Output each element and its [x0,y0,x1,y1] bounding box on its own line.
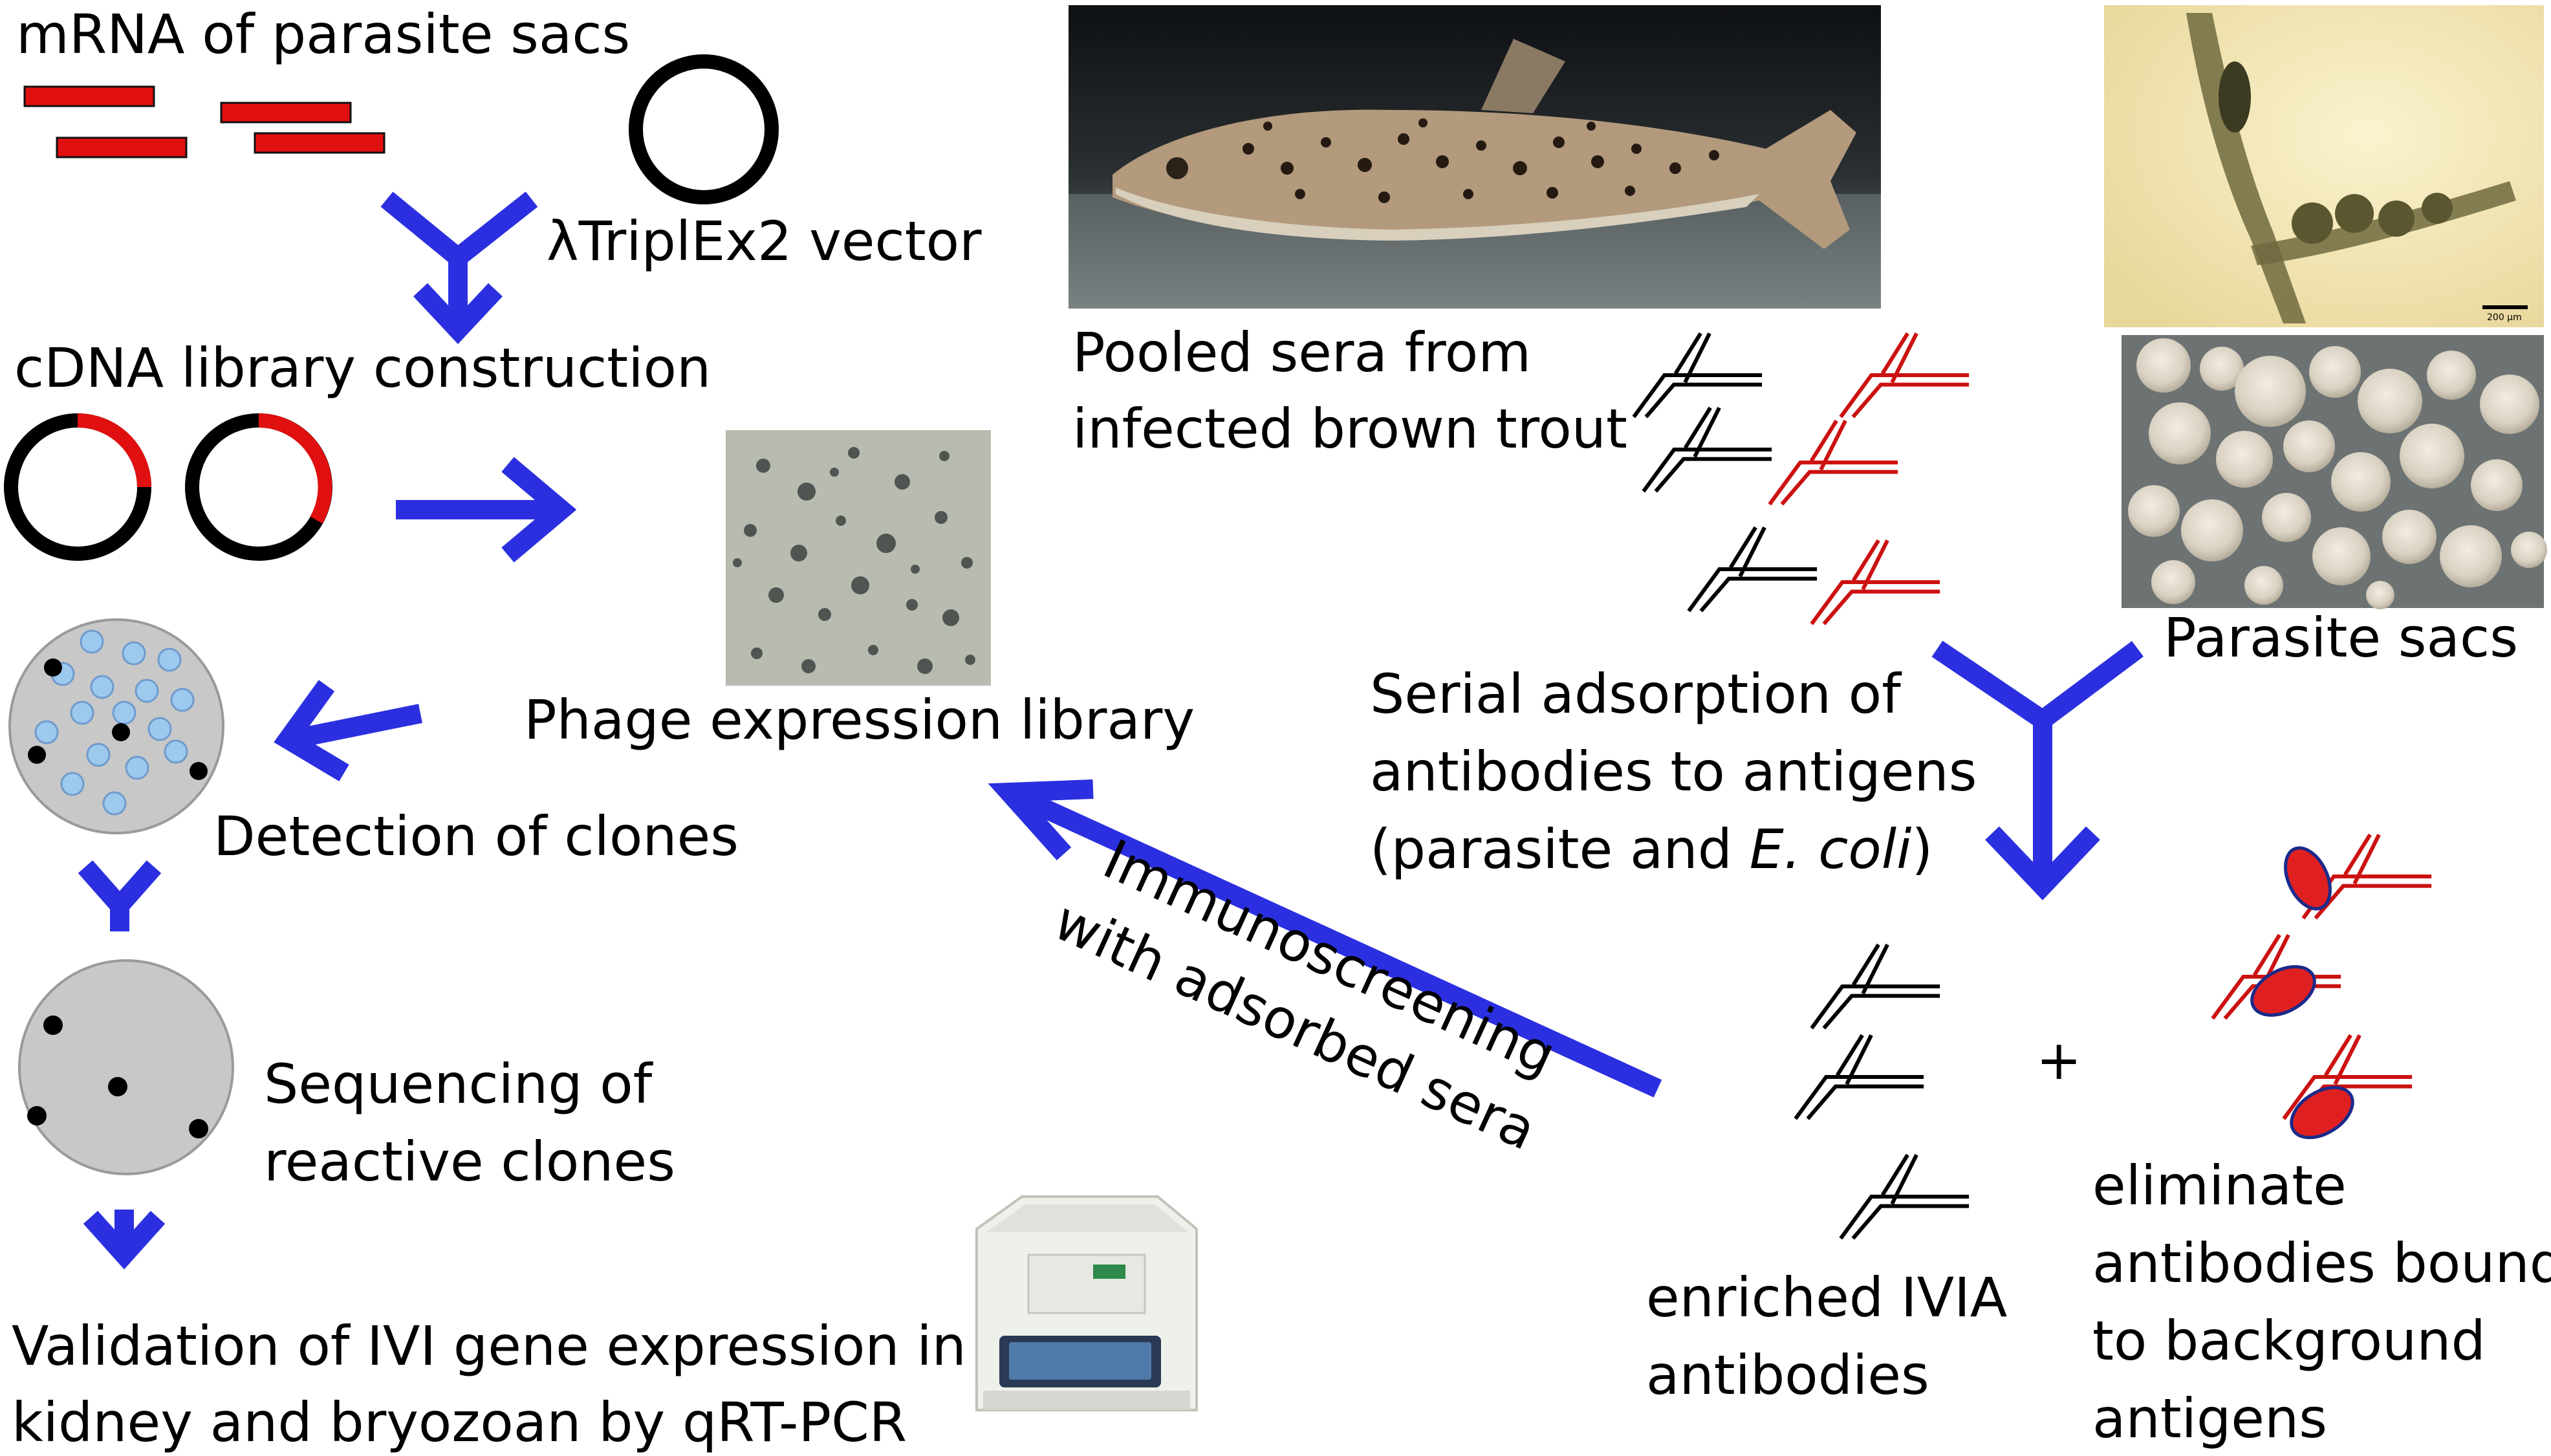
mrna-fragments [23,85,385,158]
arrow-down-icon [83,1210,166,1270]
mrna-label: mRNA of parasite sacs [16,3,630,66]
parasite-sacs-photo [2122,335,2547,609]
parasite-sacs-label: Parasite sacs [2164,606,2518,669]
eliminate-label-line2: antibodies bound [2092,1232,2551,1295]
enriched-label-line2: antibodies [1646,1343,1929,1407]
phage-plaque-photo [726,430,991,686]
brown-trout-photo [1069,5,1881,309]
scale-bar-label: 200 µm [2487,312,2522,323]
validation-label-line2: kidney and bryozoan by qRT-PCR [12,1391,907,1454]
enriched-antibodies-icon [1796,944,1969,1238]
serial-adsorption-label-line2: antibodies to antigens [1370,740,1977,803]
vector-label: λTriplEx2 vector [547,210,982,273]
ecoli-text: E. coli [1750,818,1912,881]
merge-arrow-icon [380,191,538,344]
sequencing-label-line2: reactive clones [264,1130,675,1193]
antibody-mix-icon [1634,333,1969,624]
validation-label-line1: Validation of IVI gene expression in [12,1314,966,1378]
plus-sign: + [2036,1028,2081,1092]
arrow-right-icon [396,457,577,563]
pooled-sera-label-line2: infected brown trout [1072,397,1627,461]
pooled-sera-label-line1: Pooled sera from [1072,321,1531,384]
bound-antibodies-icon [2213,834,2431,1140]
serial-adsorption-label-line3: (parasite and E. coli) [1370,818,1933,881]
detection-label: Detection of clones [213,805,739,868]
recombinant-plasmid-icon [185,413,332,561]
immunoscreening-arrow-icon [988,779,1662,1098]
arrow-down-icon [78,860,162,931]
cdna-label: cDNA library construction [14,336,711,400]
arrow-left-icon [274,680,422,781]
sequencing-label-line1: Sequencing of [264,1052,654,1116]
vector-plasmid-icon [629,54,779,204]
merge-arrow-icon [1931,640,2144,900]
qpcr-instrument-icon [975,1195,1198,1411]
detection-plate-icon [8,618,224,834]
sequencing-plate-icon [18,959,234,1175]
eliminate-label-line4: antigens [2092,1387,2327,1450]
serial-adsorption-label-line1: Serial adsorption of [1370,662,1902,726]
recombinant-plasmid-icon [4,413,151,561]
eliminate-label-line1: eliminate [2092,1154,2347,1217]
serial-adsorption-close-text: ) [1911,818,1933,881]
bryozoan-micrograph: 200 µm [2104,5,2544,327]
serial-adsorption-text: (parasite and [1370,818,1750,881]
enriched-label-line1: enriched IVIA [1646,1266,2007,1329]
eliminate-label-line3: to background [2092,1309,2486,1373]
phage-library-label: Phage expression library [524,688,1195,752]
